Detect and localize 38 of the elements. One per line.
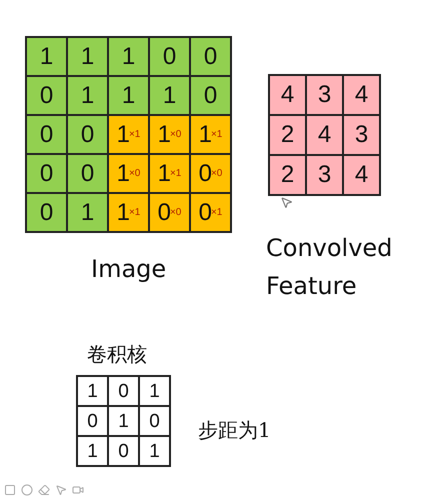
matrix-cell: 0	[68, 155, 107, 192]
matrix-cell: 0	[191, 38, 230, 75]
matrix-cell: 0	[109, 437, 138, 465]
caption: 卷积核	[87, 341, 148, 368]
matrix-cell: 3	[307, 156, 342, 194]
matrix-cell: 1	[78, 377, 107, 405]
caption: Image	[91, 254, 168, 285]
matrix-cell: 1	[109, 407, 138, 435]
matrix-cell: 1	[27, 38, 66, 75]
matrix-cell: 2	[270, 116, 305, 154]
matrix-cell: 0	[150, 38, 189, 75]
matrix-cell: 0	[27, 116, 66, 153]
matrix-cell: 0	[27, 194, 66, 231]
matrix-cell: 1	[140, 437, 169, 465]
matrix-cell: 4	[344, 76, 379, 114]
matrix-cell: 0	[140, 407, 169, 435]
matrix-cell: 3	[344, 116, 379, 154]
matrix-cell: 0	[78, 407, 107, 435]
matrix-cell: 0	[27, 155, 66, 192]
matrix-cell: 1	[68, 77, 107, 114]
matrix-cell: 1	[109, 77, 148, 114]
caption: 步距为1	[198, 417, 272, 444]
matrix-cell: 4	[344, 156, 379, 194]
matrix-cell: 1	[78, 437, 107, 465]
matrix-cell: 1	[68, 194, 107, 231]
matrix-cell: 0	[27, 77, 66, 114]
matrix-cell: 1	[68, 38, 107, 75]
matrix-cell: 0	[191, 77, 230, 114]
matrix-cell: 3	[307, 76, 342, 114]
matrix-cell: 0	[109, 377, 138, 405]
matrix-cell: 1	[140, 377, 169, 405]
matrix-cell: 0	[68, 116, 107, 153]
matrix-cell: 4	[307, 116, 342, 154]
matrix-cell: 4	[270, 76, 305, 114]
matrix-cell: 2	[270, 156, 305, 194]
caption: Convolved Feature	[266, 233, 394, 302]
matrix-cell: 1	[150, 77, 189, 114]
matrix-cell: 1	[109, 38, 148, 75]
